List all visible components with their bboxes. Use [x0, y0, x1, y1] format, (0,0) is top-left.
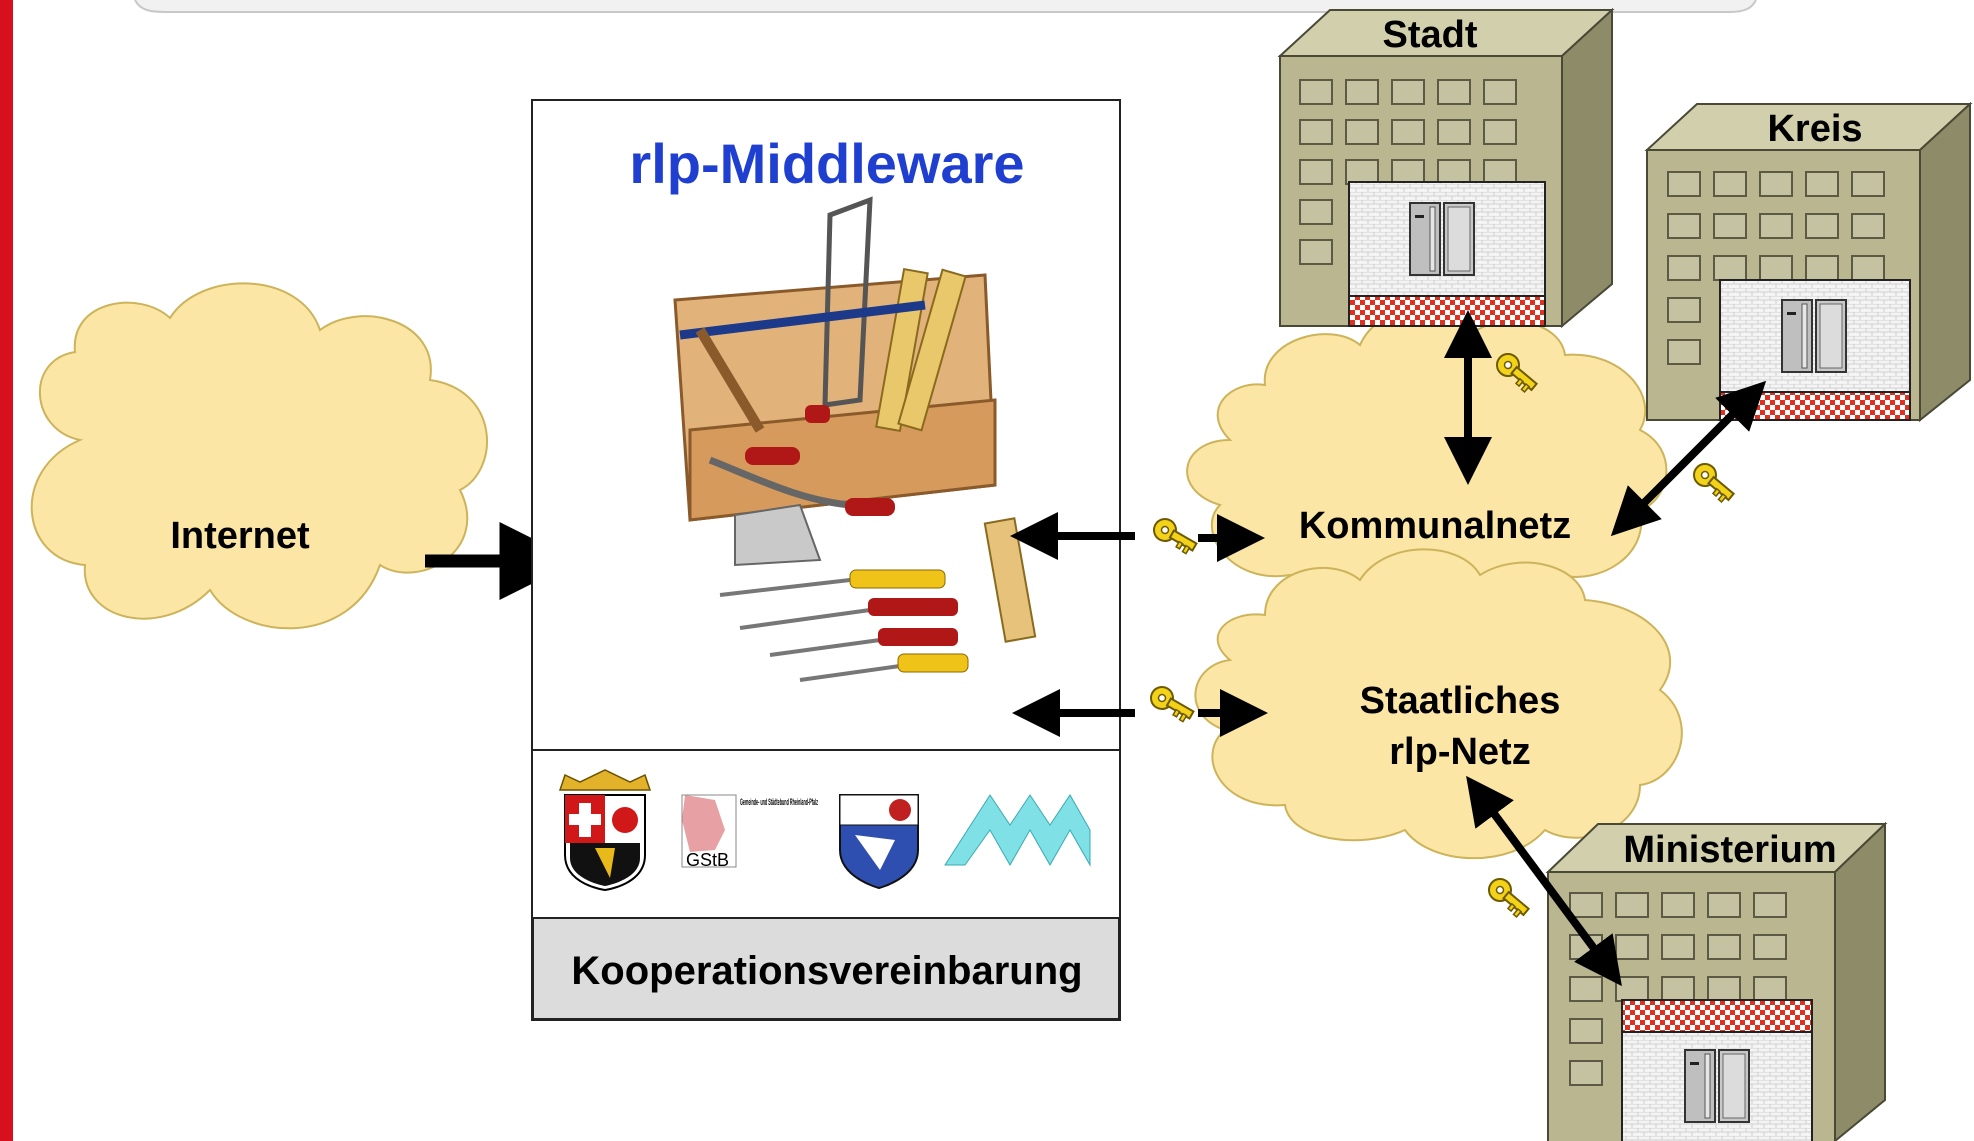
- internet-label: Internet: [170, 515, 310, 557]
- internet-cloud: Internet: [30, 282, 489, 630]
- staatliches-label-line2: rlp-Netz: [1389, 731, 1530, 773]
- staatliches-rlp-netz-cloud: Staatliches rlp-Netz: [1194, 548, 1683, 860]
- mountains-logo: [944, 794, 1091, 867]
- district-coat-of-arms-icon: [839, 794, 919, 890]
- rlp-coat-of-arms-icon: [558, 769, 652, 892]
- kreis-label: Kreis: [1767, 108, 1862, 150]
- building-ministerium: Ministerium: [1545, 821, 1888, 1141]
- footer-panel: [532, 917, 1120, 1020]
- key-icon: [1145, 681, 1198, 726]
- kommunalnetz-cloud: Kommunalnetz: [1186, 308, 1668, 612]
- middleware-box: rlp-Middleware: [531, 99, 1121, 1021]
- ministerium-label: Ministerium: [1623, 829, 1836, 871]
- middleware-footer: Kooperationsvereinbarung: [571, 949, 1082, 993]
- kommunalnetz-label: Kommunalnetz: [1299, 505, 1571, 547]
- key-icon: [1688, 458, 1740, 507]
- gstb-org-text: Gemeinde- und Städtebund Rheinland-Pfalz: [740, 797, 818, 807]
- arrow-kreis-kommunalnetz: [1610, 380, 1767, 537]
- gstb-logo: GStB Gemeinde- und Städtebund Rheinland-…: [681, 794, 818, 870]
- key-icon: [1483, 873, 1535, 922]
- toolbox-illustration: [673, 196, 1037, 682]
- stadt-label: Stadt: [1383, 14, 1478, 56]
- staatliches-label-line1: Staatliches: [1360, 680, 1561, 722]
- arrow-ministerium-staatliches: [1466, 775, 1622, 987]
- middleware-title: rlp-Middleware: [629, 132, 1024, 195]
- key-icon: [1148, 513, 1201, 558]
- building-kreis: Kreis: [1644, 101, 1973, 423]
- left-accent-bar: [0, 0, 13, 1141]
- gstb-logo-text: GStB: [686, 850, 729, 870]
- building-stadt: Stadt: [1277, 7, 1615, 329]
